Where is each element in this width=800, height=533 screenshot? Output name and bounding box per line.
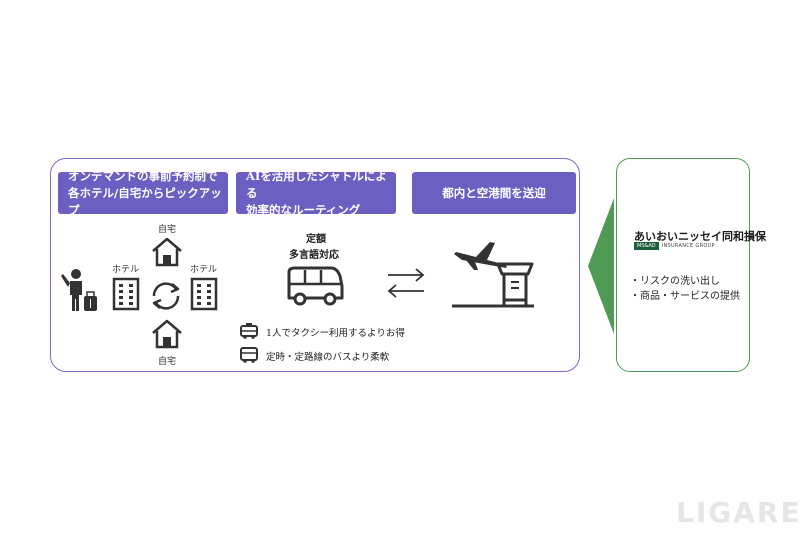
insurer-bullet-product: ・商品・サービスの提供 [630,291,740,302]
shuttle-bus-icon [287,266,344,306]
cycle-arrows-icon [152,282,180,310]
home-label-bottom: 自宅 [158,357,177,367]
ms-ad-mark: MS&AD [634,242,659,250]
green-arrow [588,198,614,334]
airport-box: 都内と空港間を送迎 [412,172,576,214]
pickup-line2: 各ホテル/自宅からピックアップ [68,185,222,217]
multilingual-label: 多言語対応 [289,250,339,261]
insurer-bullet-risk: ・リスクの洗い出し [630,276,720,287]
pickup-line1: オンデマンドの事前予約制で [68,168,218,183]
hotel-label-left: ホテル [112,265,140,275]
pickup-box: オンデマンドの事前予約制で 各ホテル/自宅からピックアップ [58,169,228,217]
service-frame [50,158,580,372]
insurer-logo-sub: MS&AD INSURANCE GROUP [634,242,715,250]
hotel-label-right: ホテル [190,265,218,275]
taxi-note: 1人でタクシー利用するよりお得 [266,328,405,339]
routing-line1: AIを活用したシャトルによる [246,168,387,200]
hotel-icon-left [112,277,140,311]
airport-icon [452,242,534,308]
hotel-icon-right [190,277,218,311]
home-icon-bottom [152,319,182,349]
bus-icon [240,347,258,363]
exchange-arrows-icon [387,268,425,298]
traveler-icon [61,269,97,311]
insurer-logo-name: あいおいニッセイ同和損保 [634,230,766,243]
home-label-top: 自宅 [158,225,177,235]
insurance-group-text: INSURANCE GROUP [661,243,715,249]
routing-line2: 効率的なルーティング [246,202,361,217]
taxi-icon [240,323,258,339]
home-icon-top [152,237,182,267]
airport-line: 都内と空港間を送迎 [442,185,546,200]
bus-note: 定時・定路線のバスより柔軟 [266,352,390,363]
fixed-price-label: 定額 [306,234,326,245]
insurer-frame [616,158,750,372]
ligare-watermark: LIGARE [676,496,800,529]
routing-box: AIを活用したシャトルによる 効率的なルーティング [236,169,396,217]
